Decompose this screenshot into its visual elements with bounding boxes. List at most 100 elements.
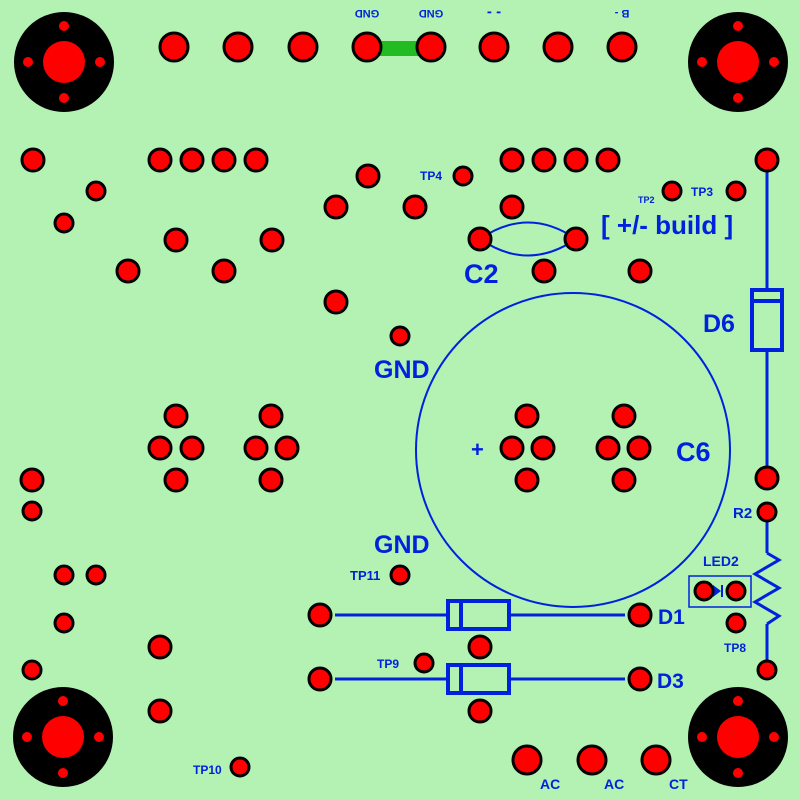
labels: GND GND - - B - TP4 TP2 TP3 [ +/- build … [193, 5, 752, 793]
pad[interactable] [467, 698, 493, 724]
pad[interactable] [530, 435, 556, 461]
mounting-hole-bottom-right [688, 687, 788, 787]
label-gnd-top-right: GND [419, 7, 444, 19]
label-plus: + [471, 437, 484, 462]
label-b-minus: B - [614, 7, 629, 19]
label-ac1: AC [540, 776, 560, 792]
pad-d3-right[interactable] [627, 666, 653, 692]
label-build: [ +/- build ] [601, 210, 733, 240]
pad[interactable] [147, 147, 173, 173]
pad[interactable] [85, 180, 107, 202]
pad-ac2[interactable] [576, 744, 608, 776]
label-r2: R2 [733, 505, 752, 522]
pad[interactable] [754, 147, 780, 173]
pad[interactable] [611, 467, 637, 493]
pad[interactable] [179, 147, 205, 173]
pad[interactable] [531, 147, 557, 173]
pad[interactable] [243, 435, 269, 461]
pad[interactable] [229, 756, 251, 778]
pad[interactable] [754, 465, 780, 491]
pad[interactable] [725, 180, 747, 202]
pad-d1-left[interactable] [307, 602, 333, 628]
pad[interactable] [606, 31, 638, 63]
pad[interactable] [53, 564, 75, 586]
pad[interactable] [258, 403, 284, 429]
pad[interactable] [514, 467, 540, 493]
pad-c2-left[interactable] [467, 226, 493, 252]
pad[interactable] [595, 147, 621, 173]
pad[interactable] [351, 31, 383, 63]
pad[interactable] [514, 403, 540, 429]
pad[interactable] [115, 258, 141, 284]
pad[interactable] [323, 194, 349, 220]
pad[interactable] [756, 659, 778, 681]
label-minus-top: - - [487, 5, 501, 22]
pad-led2-right[interactable] [725, 580, 747, 602]
pad[interactable] [258, 467, 284, 493]
pad[interactable] [147, 634, 173, 660]
pad[interactable] [163, 227, 189, 253]
pad[interactable] [499, 147, 525, 173]
pad[interactable] [243, 147, 269, 173]
pad[interactable] [274, 435, 300, 461]
pad[interactable] [402, 194, 428, 220]
pad[interactable] [163, 403, 189, 429]
mounting-hole-bottom-left [13, 687, 113, 787]
pad[interactable] [389, 325, 411, 347]
pad[interactable] [323, 289, 349, 315]
pad[interactable] [21, 500, 43, 522]
label-gnd-mid: GND [374, 356, 430, 384]
gnd-jumper [366, 41, 432, 56]
pad[interactable] [158, 31, 190, 63]
pad[interactable] [531, 258, 557, 284]
label-gnd-low: GND [374, 531, 430, 559]
pad[interactable] [626, 435, 652, 461]
label-tp2: TP2 [638, 195, 655, 205]
pad-ac1[interactable] [511, 744, 543, 776]
pad[interactable] [627, 258, 653, 284]
pad-group [19, 31, 780, 778]
pad[interactable] [53, 612, 75, 634]
pad[interactable] [389, 564, 411, 586]
pad-c2-right[interactable] [563, 226, 589, 252]
pad[interactable] [595, 435, 621, 461]
pad[interactable] [415, 31, 447, 63]
pad[interactable] [287, 31, 319, 63]
pad[interactable] [478, 31, 510, 63]
pad-d3-left[interactable] [307, 666, 333, 692]
pad[interactable] [147, 698, 173, 724]
pad-d1-right[interactable] [627, 602, 653, 628]
pad[interactable] [563, 147, 589, 173]
pad[interactable] [85, 564, 107, 586]
label-c2: C2 [464, 259, 499, 289]
pad[interactable] [467, 634, 493, 660]
label-tp11: TP11 [350, 568, 380, 583]
pad[interactable] [20, 147, 46, 173]
pad[interactable] [259, 227, 285, 253]
pad[interactable] [499, 194, 525, 220]
pad[interactable] [725, 612, 747, 634]
label-ac2: AC [604, 776, 624, 792]
pad[interactable] [211, 147, 237, 173]
pad-ct[interactable] [640, 744, 672, 776]
pad[interactable] [147, 435, 173, 461]
pad[interactable] [413, 652, 435, 674]
label-tp10: TP10 [193, 763, 222, 777]
pad[interactable] [542, 31, 574, 63]
pad[interactable] [222, 31, 254, 63]
label-tp3: TP3 [691, 185, 713, 199]
pad[interactable] [756, 501, 778, 523]
pad[interactable] [611, 403, 637, 429]
pad[interactable] [21, 659, 43, 681]
pad[interactable] [179, 435, 205, 461]
pad[interactable] [355, 163, 381, 189]
c6-outline [415, 292, 731, 608]
pad-led2-left[interactable] [693, 580, 715, 602]
pad[interactable] [499, 435, 525, 461]
pad[interactable] [211, 258, 237, 284]
pad[interactable] [19, 467, 45, 493]
pad[interactable] [452, 165, 474, 187]
pad[interactable] [661, 180, 683, 202]
pad[interactable] [163, 467, 189, 493]
pad[interactable] [53, 212, 75, 234]
